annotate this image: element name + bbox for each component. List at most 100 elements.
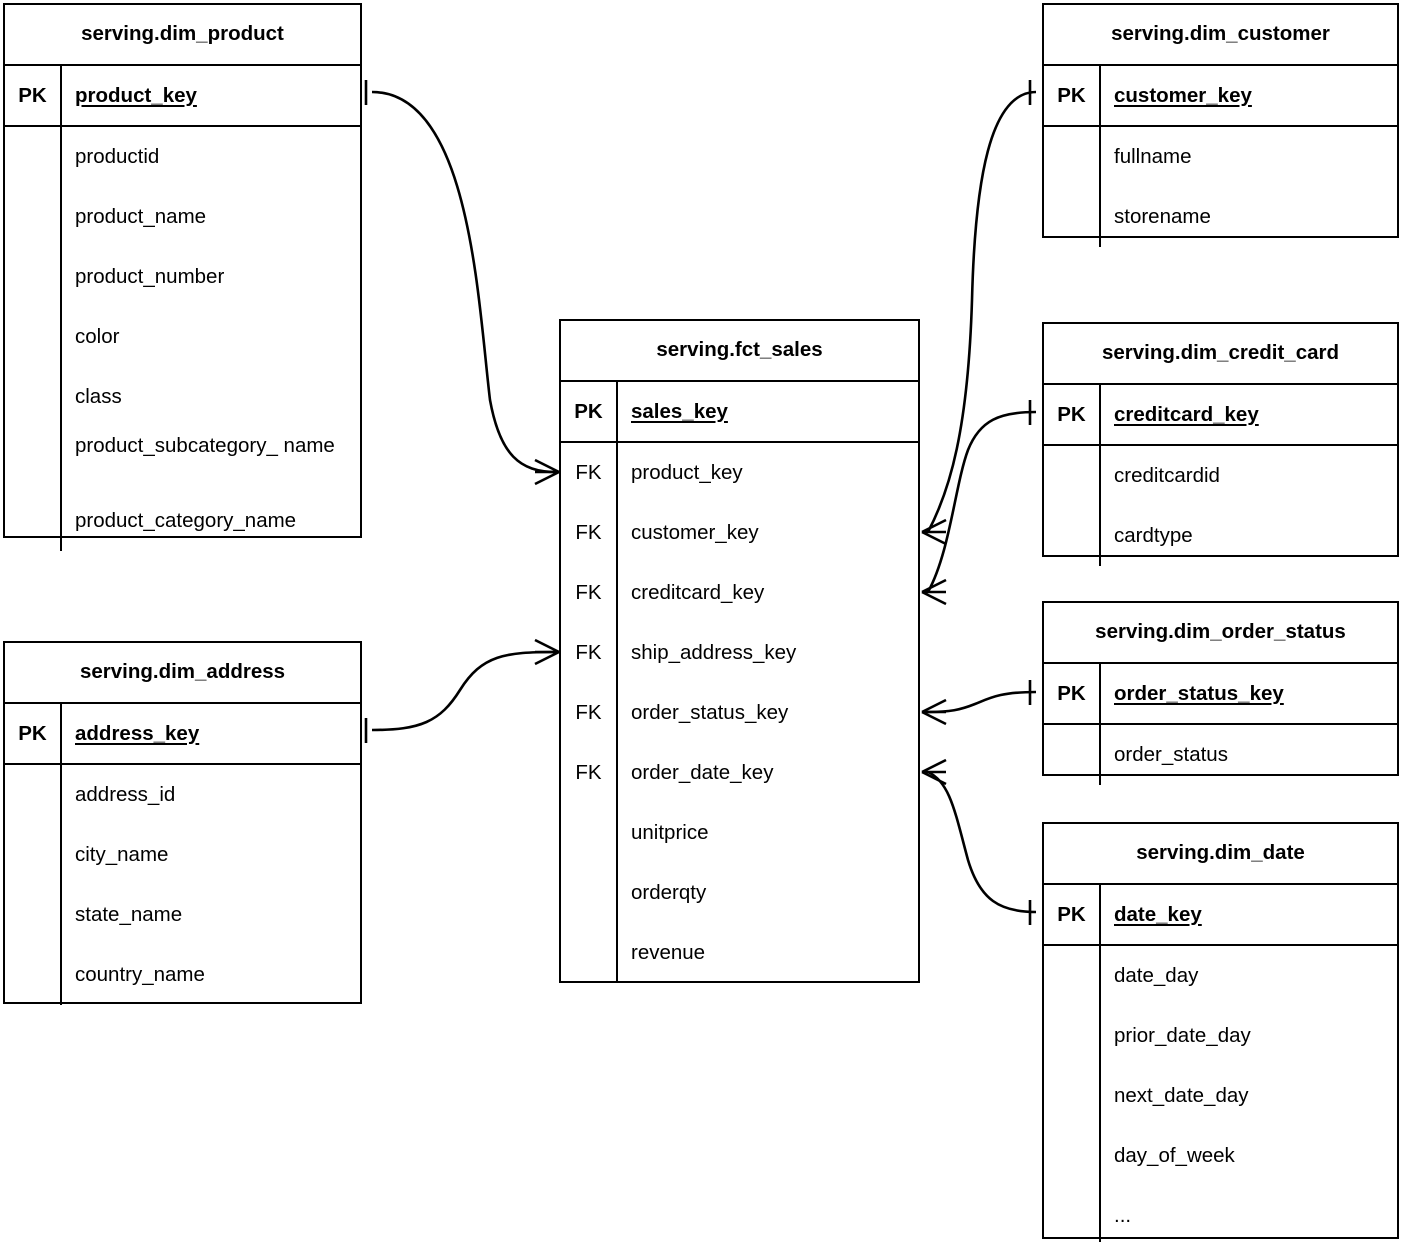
entity-title-dim-customer: serving.dim_customer <box>1044 5 1397 66</box>
entity-dim-date[interactable]: serving.dim_date PK date_key date_day pr… <box>1042 822 1399 1242</box>
crowsfoot-date <box>921 758 947 786</box>
entity-fct-sales[interactable]: serving.fct_sales PK sales_key FK FK FK … <box>559 319 920 983</box>
pk-field-dim-address: address_key <box>75 721 200 745</box>
pk-field-fct-sales: sales_key <box>631 399 728 423</box>
attr-tag <box>5 487 60 547</box>
attr-name-column-dim-customer: fullname storename <box>1101 127 1397 247</box>
pk-tag-dim-date: PK <box>1044 885 1101 944</box>
pk-row-dim-order-status: PK order_status_key <box>1044 664 1397 725</box>
attr-customer-key: customer_key <box>631 521 759 544</box>
attr-tag <box>5 307 60 367</box>
pk-field-dim-credit-card: creditcard_key <box>1114 402 1259 426</box>
attr-tag-fk: FK <box>575 701 602 724</box>
pk-field-dim-product: product_key <box>75 83 197 107</box>
relationship-line-address <box>371 650 557 732</box>
attr-tag <box>561 863 616 923</box>
pk-field-dim-date: date_key <box>1114 902 1202 926</box>
attr-product-category-name: product_category_name <box>75 509 297 532</box>
pk-tag-dim-customer: PK <box>1044 66 1101 125</box>
attr-tag <box>1044 127 1099 187</box>
attr-tag <box>1044 506 1099 566</box>
entity-dim-product[interactable]: serving.dim_product PK product_key produ… <box>3 3 362 551</box>
crowsfoot-customer <box>921 518 947 546</box>
crowsfoot-creditcard <box>921 578 947 606</box>
attr-name-column-dim-order-status: order_status <box>1101 725 1397 785</box>
pk-tag-fct-sales: PK <box>561 382 618 441</box>
relationship-line-customer <box>926 90 1037 533</box>
attr-ellipsis: ... <box>1114 1204 1132 1227</box>
attr-tag-column-dim-product <box>5 127 62 551</box>
attr-product-number: product_number <box>75 265 225 288</box>
attr-tag <box>5 885 60 945</box>
attr-fullname: fullname <box>1114 145 1192 168</box>
relationship-line-product <box>371 90 557 474</box>
crowsfoot-orderstatus <box>921 698 947 726</box>
attr-name-column-fct-sales: product_key customer_key creditcard_key … <box>618 443 918 983</box>
pk-row-fct-sales: PK sales_key <box>561 382 918 443</box>
attr-tag <box>561 923 616 983</box>
pk-row-dim-customer: PK customer_key <box>1044 66 1397 127</box>
attr-creditcardid: creditcardid <box>1114 464 1220 487</box>
attr-tag <box>1044 446 1099 506</box>
pk-row-dim-address: PK address_key <box>5 704 360 765</box>
attr-country-name: country_name <box>75 963 205 986</box>
attr-tag <box>5 187 60 247</box>
attr-tag <box>5 945 60 1005</box>
attr-tag <box>5 247 60 307</box>
attr-tag <box>1044 1006 1099 1066</box>
attr-day-of-week: day_of_week <box>1114 1144 1235 1167</box>
attr-tag-column-dim-customer <box>1044 127 1101 247</box>
attributes-dim-date: date_day prior_date_day next_date_day da… <box>1044 946 1397 1242</box>
relationship-line-date <box>927 770 1037 914</box>
pk-row-dim-product: PK product_key <box>5 66 360 127</box>
attr-tag-fk: FK <box>575 581 602 604</box>
attr-creditcard-key: creditcard_key <box>631 581 765 604</box>
entity-dim-customer[interactable]: serving.dim_customer PK customer_key ful… <box>1042 3 1399 247</box>
pk-field-dim-customer: customer_key <box>1114 83 1252 107</box>
attr-tag-fk: FK <box>575 521 602 544</box>
attr-tag <box>5 127 60 187</box>
attr-order-date-key: order_date_key <box>631 761 774 784</box>
attr-tag <box>5 825 60 885</box>
pk-tag-dim-address: PK <box>5 704 62 763</box>
attr-tag-fk: FK <box>575 641 602 664</box>
attr-tag <box>5 367 60 427</box>
relationship-line-creditcard <box>926 410 1037 593</box>
attr-productid: productid <box>75 145 160 168</box>
attr-class: class <box>75 385 122 408</box>
attr-date-day: date_day <box>1114 964 1199 987</box>
entity-title-dim-order-status: serving.dim_order_status <box>1044 603 1397 664</box>
attributes-dim-address: address_id city_name state_name country_… <box>5 765 360 1005</box>
attr-color: color <box>75 325 120 348</box>
entity-title-dim-product: serving.dim_product <box>5 5 360 66</box>
attr-tag <box>561 803 616 863</box>
pk-tag-dim-credit-card: PK <box>1044 385 1101 444</box>
entity-title-dim-credit-card: serving.dim_credit_card <box>1044 324 1397 385</box>
attr-tag <box>1044 725 1099 785</box>
crowsfoot-address <box>534 638 560 666</box>
attr-tag <box>5 765 60 825</box>
attr-product-name: product_name <box>75 205 207 228</box>
attr-address-id: address_id <box>75 783 176 806</box>
entity-dim-order-status[interactable]: serving.dim_order_status PK order_status… <box>1042 601 1399 785</box>
attr-tag <box>5 427 60 487</box>
pk-tag-dim-order-status: PK <box>1044 664 1101 723</box>
entity-dim-credit-card[interactable]: serving.dim_credit_card PK creditcard_ke… <box>1042 322 1399 566</box>
entity-dim-address[interactable]: serving.dim_address PK address_key addre… <box>3 641 362 1005</box>
attr-ship-address-key: ship_address_key <box>631 641 797 664</box>
attr-name-column-dim-date: date_day prior_date_day next_date_day da… <box>1101 946 1397 1242</box>
attr-tag <box>1044 187 1099 247</box>
attr-tag <box>1044 946 1099 1006</box>
attr-product-subcategory-name: product_subcategory_ name <box>75 434 335 457</box>
pk-tag-dim-product: PK <box>5 66 62 125</box>
attr-name-column-dim-credit-card: creditcardid cardtype <box>1101 446 1397 566</box>
attr-product-key: product_key <box>631 461 743 484</box>
attr-cardtype: cardtype <box>1114 524 1193 547</box>
attr-storename: storename <box>1114 205 1211 228</box>
attributes-dim-product: productid product_name product_number co… <box>5 127 360 551</box>
entity-title-fct-sales: serving.fct_sales <box>561 321 918 382</box>
attr-tag-column-dim-address <box>5 765 62 1005</box>
attr-order-status-key: order_status_key <box>631 701 789 724</box>
attributes-dim-customer: fullname storename <box>1044 127 1397 247</box>
attr-tag-column-dim-credit-card <box>1044 446 1101 566</box>
